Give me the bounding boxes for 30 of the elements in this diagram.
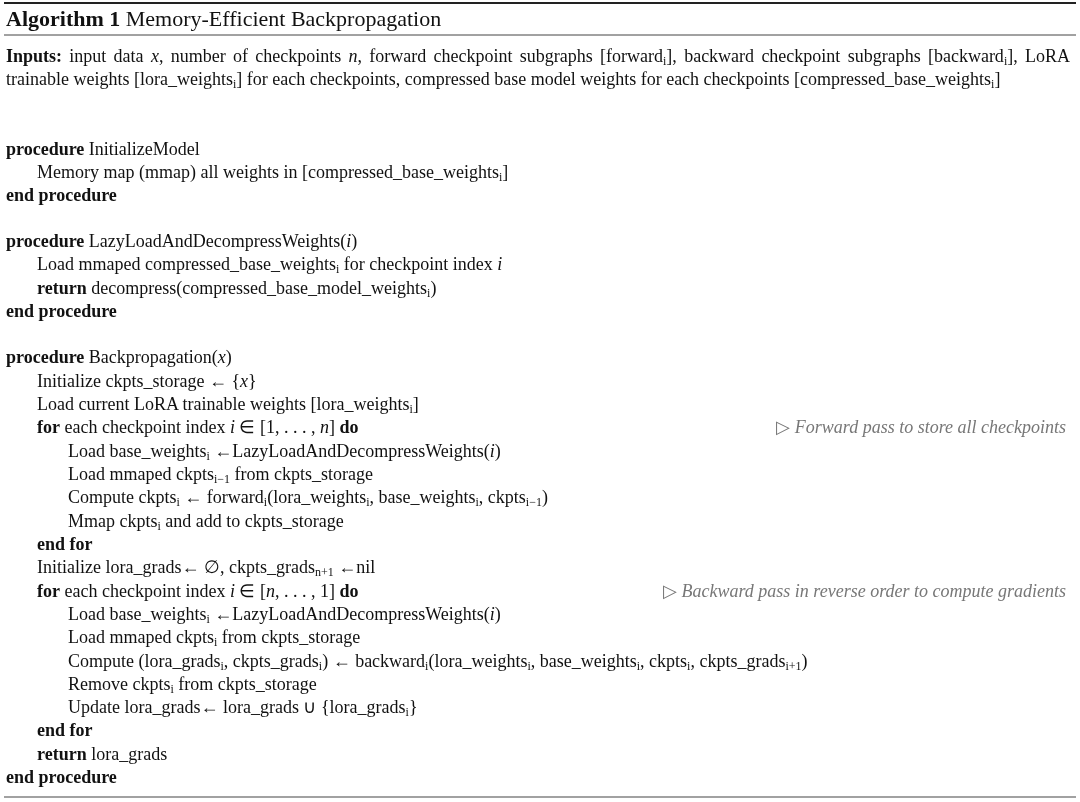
algorithm-line: end for xyxy=(37,533,93,555)
algorithm-line: Initialize lora_grads← ∅, ckpts_grads$_{n+1}$ ←nil xyxy=(37,556,376,578)
algorithm-line: procedure InitializeModel xyxy=(6,138,200,160)
algorithm-title: Algorithm 1 Memory-Efficient Backpropagation xyxy=(6,6,442,32)
algorithm-line: procedure Backpropagation(x) xyxy=(6,346,232,368)
algorithm-line: Update lora_grads← lora_grads ∪ {lora_grads$_{i}$} xyxy=(68,696,418,718)
algorithm-line: end procedure xyxy=(6,766,117,788)
algorithm-line: end for xyxy=(37,719,93,741)
algorithm-line: Load mmaped compressed_base_weights$_{i}$ for checkpoint index i xyxy=(37,253,503,275)
algorithm-line: Memory map (mmap) all weights in [compressed_base_weights$_{i}$] xyxy=(37,161,509,183)
algorithm-line: end procedure xyxy=(6,300,117,322)
algorithm-line: return decompress(compressed_base_model_weights$_{i}$) xyxy=(37,277,437,299)
algorithm-line: Load mmaped ckpts$_{i}$ from ckpts_storage xyxy=(68,626,361,648)
algorithm-line: Load mmaped ckpts$_{i−1}$ from ckpts_storage xyxy=(68,463,374,485)
comment-text: ▷ Forward pass to store all checkpoints xyxy=(776,416,1066,438)
comment-text: ▷ Backward pass in reverse order to compute gradients xyxy=(663,580,1066,602)
algorithm-line: Load current LoRA trainable weights [lora_weights$_{i}$] xyxy=(37,393,419,415)
algorithm-line: Mmap ckpts$_{i}$ and add to ckpts_storage xyxy=(68,510,344,532)
inputs-text: Inputs: input data x, number of checkpoints n, forward checkpoint subgraphs [forward$_{i}$], backward checkpoint subgraphs [backward$_{i}$], LoRA trainable weights [lora_weights$_{i}$] for each checkpoints, compressed base model weights for each checkpoints [compressed_base_weights$_{i}$] xyxy=(6,45,1070,91)
algorithm-line: Compute (lora_grads$_{i}$, ckpts_grads$_{i}$) ← backward$_{i}$(lora_weights$_{i}$, base_weights$_{i}$, ckpts$_{i}$, ckpts_grads$_{i+1}$) xyxy=(68,650,808,672)
algorithm-line: Load base_weights$_{i}$ ←LazyLoadAndDecompressWeights(i) xyxy=(68,603,501,625)
algorithm-line: for each checkpoint index i ∈ [n, . . . , 1] do xyxy=(37,580,359,602)
algorithm-line: Compute ckpts$_{i}$ ← forward$_{i}$(lora_weights$_{i}$, base_weights$_{i}$, ckpts$_{i−1}$) xyxy=(68,486,548,508)
algorithm-line: Initialize ckpts_storage ← {x} xyxy=(37,370,257,392)
algorithm-line: Remove ckpts$_{i}$ from ckpts_storage xyxy=(68,673,317,695)
algorithm-line: procedure LazyLoadAndDecompressWeights(i) xyxy=(6,230,358,252)
algorithm-line: for each checkpoint index i ∈ [1, . . . , n] do xyxy=(37,416,359,438)
algorithm-line: end procedure xyxy=(6,184,117,206)
algorithm-line: Load base_weights$_{i}$ ←LazyLoadAndDecompressWeights(i) xyxy=(68,440,501,462)
algorithm-line: return lora_grads xyxy=(37,743,168,765)
